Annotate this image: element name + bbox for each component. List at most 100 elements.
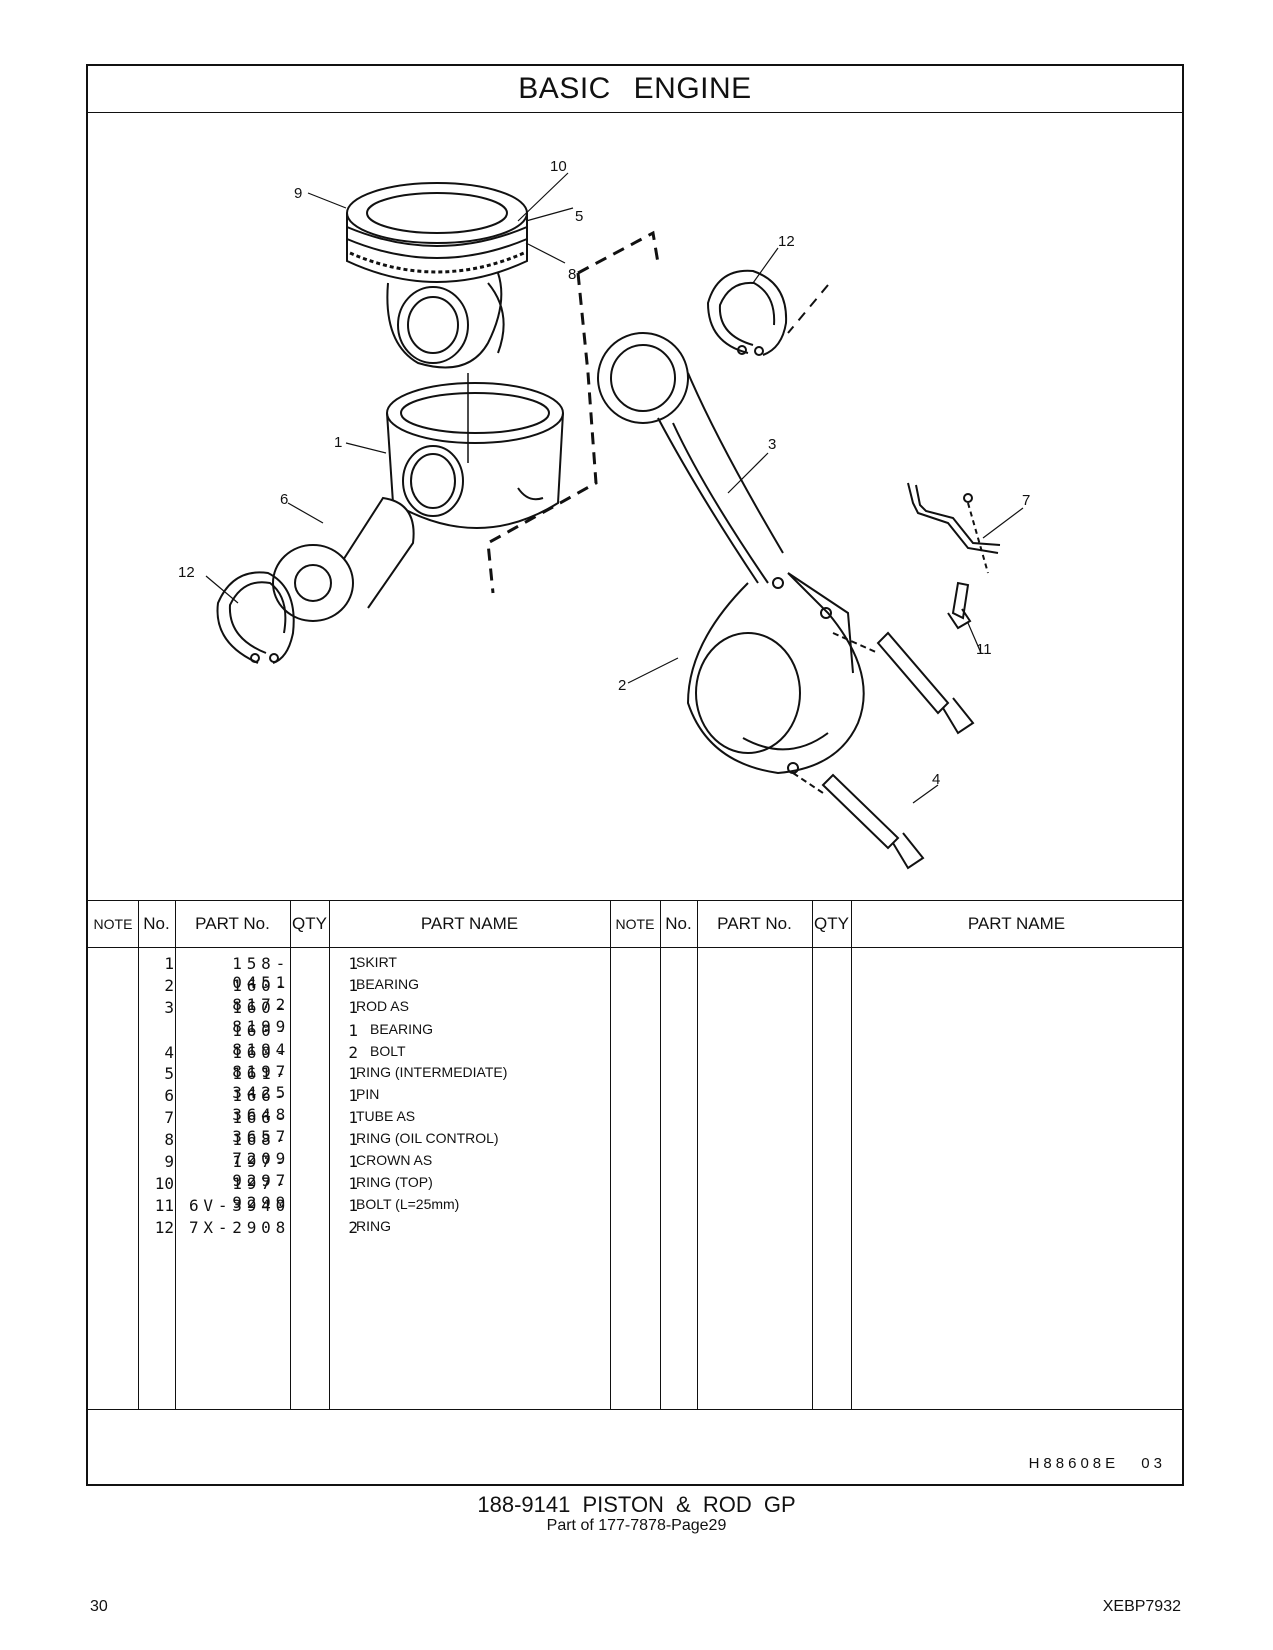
- item-number: 1: [164, 954, 174, 973]
- retaining-ring-left: [216, 571, 295, 664]
- quantity: 1: [348, 1196, 358, 1215]
- header-note-left: NOTE: [93, 916, 133, 932]
- parts-table: NOTE No. PART No. QTY PART NAME NOTE No.…: [88, 900, 1182, 1410]
- callout-9: 9: [294, 185, 302, 202]
- part-number: 197-9297: [232, 1152, 290, 1190]
- table-row: 3 160-8199 1 ROD AS: [88, 995, 1182, 1036]
- item-number: 5: [164, 1064, 174, 1083]
- part-name: TUBE AS: [356, 1108, 416, 1124]
- table-row: 5 161-3425 1 RING (INTERMEDIATE): [88, 1061, 1182, 1102]
- piston-crown: [346, 182, 528, 369]
- item-number: 3: [164, 998, 174, 1017]
- quantity: 1: [348, 1086, 358, 1105]
- quantity: 1: [348, 998, 358, 1017]
- part-number: 160-8199: [232, 998, 290, 1036]
- quantity: 1: [348, 954, 358, 973]
- part-number: 6V-3940: [188, 1196, 290, 1215]
- retaining-ring-right: [706, 269, 788, 356]
- part-number: 160-8194: [232, 1021, 290, 1059]
- part-number: 197-9299: [232, 1174, 290, 1212]
- table-row: 7 166-3657 1 TUBE AS: [88, 1105, 1182, 1146]
- item-number: 12: [154, 1218, 174, 1237]
- part-name: RING (OIL CONTROL): [356, 1130, 499, 1146]
- quantity: 1: [348, 976, 358, 995]
- table-row: 8 168-7209 1 RING (OIL CONTROL): [88, 1127, 1182, 1168]
- callout-2: 2: [618, 677, 626, 694]
- small-bolt: [947, 581, 972, 630]
- table-row: 6 166-3648 1 PIN: [88, 1083, 1182, 1124]
- quantity: 2: [348, 1043, 358, 1062]
- table-row: 9 197-9297 1 CROWN AS: [88, 1149, 1182, 1190]
- quantity: 1: [348, 1021, 358, 1040]
- callout-10: 10: [550, 158, 567, 175]
- item-number: 8: [164, 1130, 174, 1149]
- part-name: SKIRT: [356, 954, 397, 970]
- part-name: BEARING: [370, 1021, 434, 1037]
- table-row: 2 160-8172 1 BEARING: [88, 973, 1182, 1014]
- item-number: 2: [164, 976, 174, 995]
- callout-12-right: 12: [778, 233, 795, 250]
- quantity: 1: [348, 1064, 358, 1083]
- item-number: 4: [164, 1043, 174, 1062]
- callout-7: 7: [1022, 492, 1030, 509]
- page-title: BASIC ENGINE: [518, 72, 752, 105]
- part-name: BOLT (L=25mm): [356, 1196, 460, 1212]
- part-number: 158-0451: [232, 954, 290, 992]
- piston-pin: [272, 496, 415, 622]
- part-number: 160-8172: [232, 976, 290, 1014]
- exploded-view-illustration: 9 10 5 8 12 1 3 6 7 12 11 2 4: [178, 158, 1030, 870]
- part-name: BOLT: [370, 1043, 406, 1059]
- header-no-left: No.: [143, 914, 170, 933]
- callout-12-left: 12: [178, 564, 195, 581]
- callout-6: 6: [280, 491, 288, 508]
- tube-assembly: [907, 482, 1001, 574]
- part-name: ROD AS: [356, 998, 409, 1014]
- table-row: 1 158-0451 1 SKIRT: [88, 951, 1182, 992]
- header-qty-right: QTY: [814, 914, 849, 933]
- callout-8: 8: [568, 266, 576, 283]
- part-name: PIN: [356, 1086, 380, 1102]
- quantity: 2: [348, 1218, 358, 1237]
- quantity: 1: [348, 1174, 358, 1193]
- item-number: 10: [154, 1174, 174, 1193]
- part-number: 160-8197: [232, 1043, 290, 1081]
- part-number: 168-7209: [232, 1130, 290, 1168]
- table-row: 12 7X-2908 2 RING: [88, 1215, 1182, 1238]
- header-part-no-right: PART No.: [717, 914, 792, 933]
- header-part-name-right: PART NAME: [967, 914, 1066, 933]
- part-name: RING: [356, 1218, 391, 1234]
- part-number: 166-3648: [232, 1086, 290, 1124]
- group-title: 188-9141 PISTON & ROD GP: [477, 1492, 796, 1517]
- item-number: 6: [164, 1086, 174, 1105]
- item-number: 11: [154, 1196, 174, 1215]
- table-row: 10 197-9299 1 RING (TOP): [88, 1171, 1182, 1212]
- part-number: 161-3425: [232, 1064, 290, 1102]
- document-code: XEBP7932: [1102, 1598, 1181, 1615]
- table-row: 11 6V-3940 1 BOLT (L=25mm): [88, 1193, 1182, 1216]
- page-number: 30: [90, 1598, 108, 1615]
- header-part-no-left: PART No.: [195, 914, 270, 933]
- table-row: 160-8194 1 BEARING: [88, 1018, 1182, 1059]
- callout-3: 3: [768, 436, 776, 453]
- callout-1: 1: [334, 434, 342, 451]
- quantity: 1: [348, 1108, 358, 1127]
- part-name: BEARING: [356, 976, 420, 992]
- part-name: RING (INTERMEDIATE): [356, 1064, 508, 1080]
- quantity: 1: [348, 1130, 358, 1149]
- title-bar: BASIC ENGINE: [88, 66, 1182, 113]
- rod-bolts: [792, 631, 975, 870]
- piston-skirt: [386, 373, 564, 529]
- header-no-right: No.: [665, 914, 692, 933]
- part-name: CROWN AS: [356, 1152, 433, 1168]
- item-number: 7: [164, 1108, 174, 1127]
- header-note-right: NOTE: [615, 916, 655, 932]
- quantity: 1: [348, 1152, 358, 1171]
- header-part-name-left: PART NAME: [420, 914, 519, 933]
- drawing-code: H88608E 03: [1028, 1455, 1166, 1472]
- connecting-rod: [597, 332, 865, 775]
- group-subtitle: Part of 177-7878-Page29: [546, 1517, 727, 1534]
- header-qty-left: QTY: [292, 914, 327, 933]
- drawing-footer: H88608E 03: [88, 1410, 1182, 1484]
- parts-page-frame: BASIC ENGINE: [86, 64, 1184, 1486]
- part-number: 166-3657: [232, 1108, 290, 1146]
